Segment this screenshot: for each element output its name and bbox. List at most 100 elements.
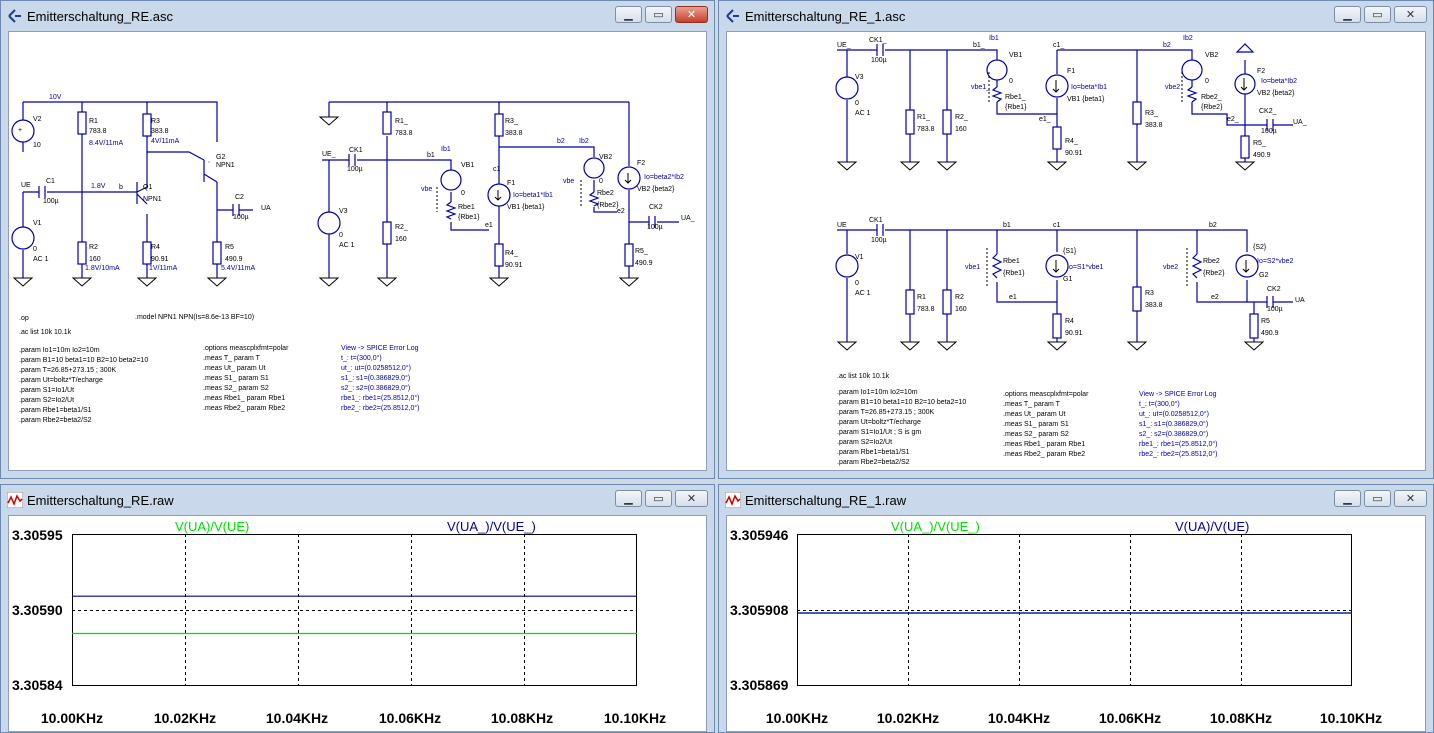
label: VB2 xyxy=(1205,52,1219,59)
label: 10 xyxy=(33,142,41,149)
schematic-drawing xyxy=(835,43,1293,351)
directive-line: .meas Ut_ param Ut xyxy=(203,365,266,372)
plot-area[interactable] xyxy=(72,534,637,686)
title-bar[interactable]: Emitterschaltung_RE_1.asc ▁ ▭ ✕ xyxy=(719,1,1433,31)
legend-entry[interactable]: V(UA_)/V(UE_) xyxy=(447,519,536,534)
label: c1 xyxy=(1053,222,1061,229)
label: C1 xyxy=(46,178,55,185)
maximize-icon: ▭ xyxy=(653,8,664,21)
label: 383.8 xyxy=(1145,122,1163,129)
label: c1_ xyxy=(1053,42,1065,49)
label: Io=beta*Ib2 xyxy=(1261,78,1298,85)
x-tick-label: 10.06KHz xyxy=(1098,710,1162,726)
label: Io=beta2*Ib2 xyxy=(644,174,684,181)
label: 10V xyxy=(49,94,62,101)
label: Ib2 xyxy=(1183,35,1193,42)
label: CK1 xyxy=(869,217,883,224)
directive-line: .param Ut=boltz*T/echarge xyxy=(837,419,921,426)
schematic-canvas[interactable]: UE_ CK1_ 100µ b1_ Ib1 VB1 0 V3 0 AC 1 R1… xyxy=(726,31,1426,471)
minimize-button[interactable]: ▁ xyxy=(1334,6,1361,23)
label: VB2 {beta2} xyxy=(1257,90,1295,97)
label: vbe xyxy=(563,178,575,185)
label: b1 xyxy=(1003,222,1011,229)
label: R5_ xyxy=(1253,140,1266,147)
maximize-button[interactable]: ▭ xyxy=(1364,490,1391,507)
spice-directives-left: .op .ac list 10k 10.1k .param Io1=10m Io… xyxy=(19,314,148,426)
maximize-button[interactable]: ▭ xyxy=(1364,6,1391,23)
legend-entry[interactable]: V(UA)/V(UE) xyxy=(175,519,250,534)
label: e2 xyxy=(1211,294,1219,301)
close-button[interactable]: ✕ xyxy=(675,6,708,23)
title-bar[interactable]: Emitterschaltung_RE.raw ▁ ▭ ✕ xyxy=(1,485,714,515)
label: G2 xyxy=(216,154,226,161)
label: {S1} xyxy=(1063,248,1077,255)
waveform-window-1[interactable]: Emitterschaltung_RE.raw ▁ ▭ ✕ V(UA)/V(UE… xyxy=(0,484,715,733)
label: VB1 {beta1} xyxy=(507,204,545,211)
label: R2 xyxy=(955,294,964,301)
directive-line: .meas Rbe2_ param Rbe2 xyxy=(203,405,286,412)
svg-text:+: + xyxy=(18,127,22,134)
label: 100µ xyxy=(871,237,887,244)
label: vbe2 xyxy=(1163,264,1179,271)
maximize-button[interactable]: ▭ xyxy=(645,490,672,507)
label: Rbe2 xyxy=(597,190,614,197)
label: UE xyxy=(837,222,847,229)
schematic-window-1[interactable]: Emitterschaltung_RE.asc ▁ ▭ ✕ xyxy=(0,0,715,479)
minimize-button[interactable]: ▁ xyxy=(615,6,642,23)
y-tick-label: 3.30590 xyxy=(12,602,63,618)
result-line: rbe2_: rbe2=(25.8512,0°) xyxy=(1139,451,1218,458)
x-tick-label: 10.00KHz xyxy=(765,710,829,726)
label: VB1 xyxy=(461,162,475,169)
label: vbe xyxy=(421,186,433,193)
directive-line: .meas T_ param T xyxy=(203,355,260,362)
title-bar[interactable]: Emitterschaltung_RE_1.raw ▁ ▭ ✕ xyxy=(719,485,1433,515)
close-button[interactable]: ✕ xyxy=(675,490,708,507)
title-bar[interactable]: Emitterschaltung_RE.asc ▁ ▭ ✕ xyxy=(1,1,714,31)
plot-area-container[interactable]: V(UA_)/V(UE_) V(UA)/V(UE) 3.305946 3.305… xyxy=(726,515,1426,732)
label: 160 xyxy=(955,126,967,133)
waveform-window-2[interactable]: Emitterschaltung_RE_1.raw ▁ ▭ ✕ V(UA_)/V… xyxy=(718,484,1434,733)
label: 100µ xyxy=(233,214,249,221)
label: {Rbe1} xyxy=(458,214,480,221)
result-line: t_: t=(300,0°) xyxy=(341,355,382,362)
legend-entry[interactable]: V(UA)/V(UE) xyxy=(1175,519,1250,534)
close-button[interactable]: ✕ xyxy=(1394,490,1427,507)
schematic-canvas[interactable]: + 10V V2 10 R1 783.8 8.4V/11mA R3 383.8 … xyxy=(8,31,707,471)
waveform-icon xyxy=(7,492,23,508)
label: R4 xyxy=(1065,318,1074,325)
maximize-button[interactable]: ▭ xyxy=(645,6,672,23)
label: UE_ xyxy=(322,151,336,158)
label: NPN1 xyxy=(216,162,235,169)
directive-line: .param Rbe1=beta1/S1 xyxy=(837,449,910,456)
directive-line: .meas S2_ param S2 xyxy=(1003,431,1069,438)
ltspice-schematic-icon xyxy=(726,9,739,23)
label: 90.91 xyxy=(505,262,523,269)
result-line: s2_: s2=(0.386829,0°) xyxy=(341,385,411,392)
label: 5.4V/11mA xyxy=(221,265,256,272)
minimize-button[interactable]: ▁ xyxy=(615,490,642,507)
result-line: s1_: s1=(0.386829,0°) xyxy=(1139,421,1209,428)
plot-area-container[interactable]: V(UA)/V(UE) V(UA_)/V(UE_) 3.30595 3.3059… xyxy=(8,515,707,732)
label: 8.4V/11mA xyxy=(89,140,124,147)
spice-directives-mid: .options meascplxfmt=polar .meas T_ para… xyxy=(1003,390,1088,460)
label: R2_ xyxy=(395,224,408,231)
close-button[interactable]: ✕ xyxy=(1394,6,1427,23)
maximize-icon: ▭ xyxy=(1372,492,1383,505)
label: V1 xyxy=(855,254,864,261)
legend-entry[interactable]: V(UA_)/V(UE_) xyxy=(891,519,980,534)
label: 1V/11mA xyxy=(149,265,178,272)
directive-line: .op xyxy=(19,315,29,322)
x-tick-label: 10.08KHz xyxy=(490,710,554,726)
directive-line: .meas T_ param T xyxy=(1003,401,1060,408)
x-tick-label: 10.06KHz xyxy=(378,710,442,726)
label: 490.9 xyxy=(1253,152,1271,159)
label: 0 xyxy=(461,190,465,197)
minimize-button[interactable]: ▁ xyxy=(1334,490,1361,507)
label: 100µ xyxy=(647,224,663,231)
close-icon: ✕ xyxy=(1405,8,1416,21)
schematic-window-2[interactable]: Emitterschaltung_RE_1.asc ▁ ▭ ✕ xyxy=(718,0,1434,479)
label: e1 xyxy=(485,222,493,229)
plot-area[interactable] xyxy=(797,534,1352,686)
label: V1 xyxy=(33,220,42,227)
label: 160 xyxy=(955,306,967,313)
